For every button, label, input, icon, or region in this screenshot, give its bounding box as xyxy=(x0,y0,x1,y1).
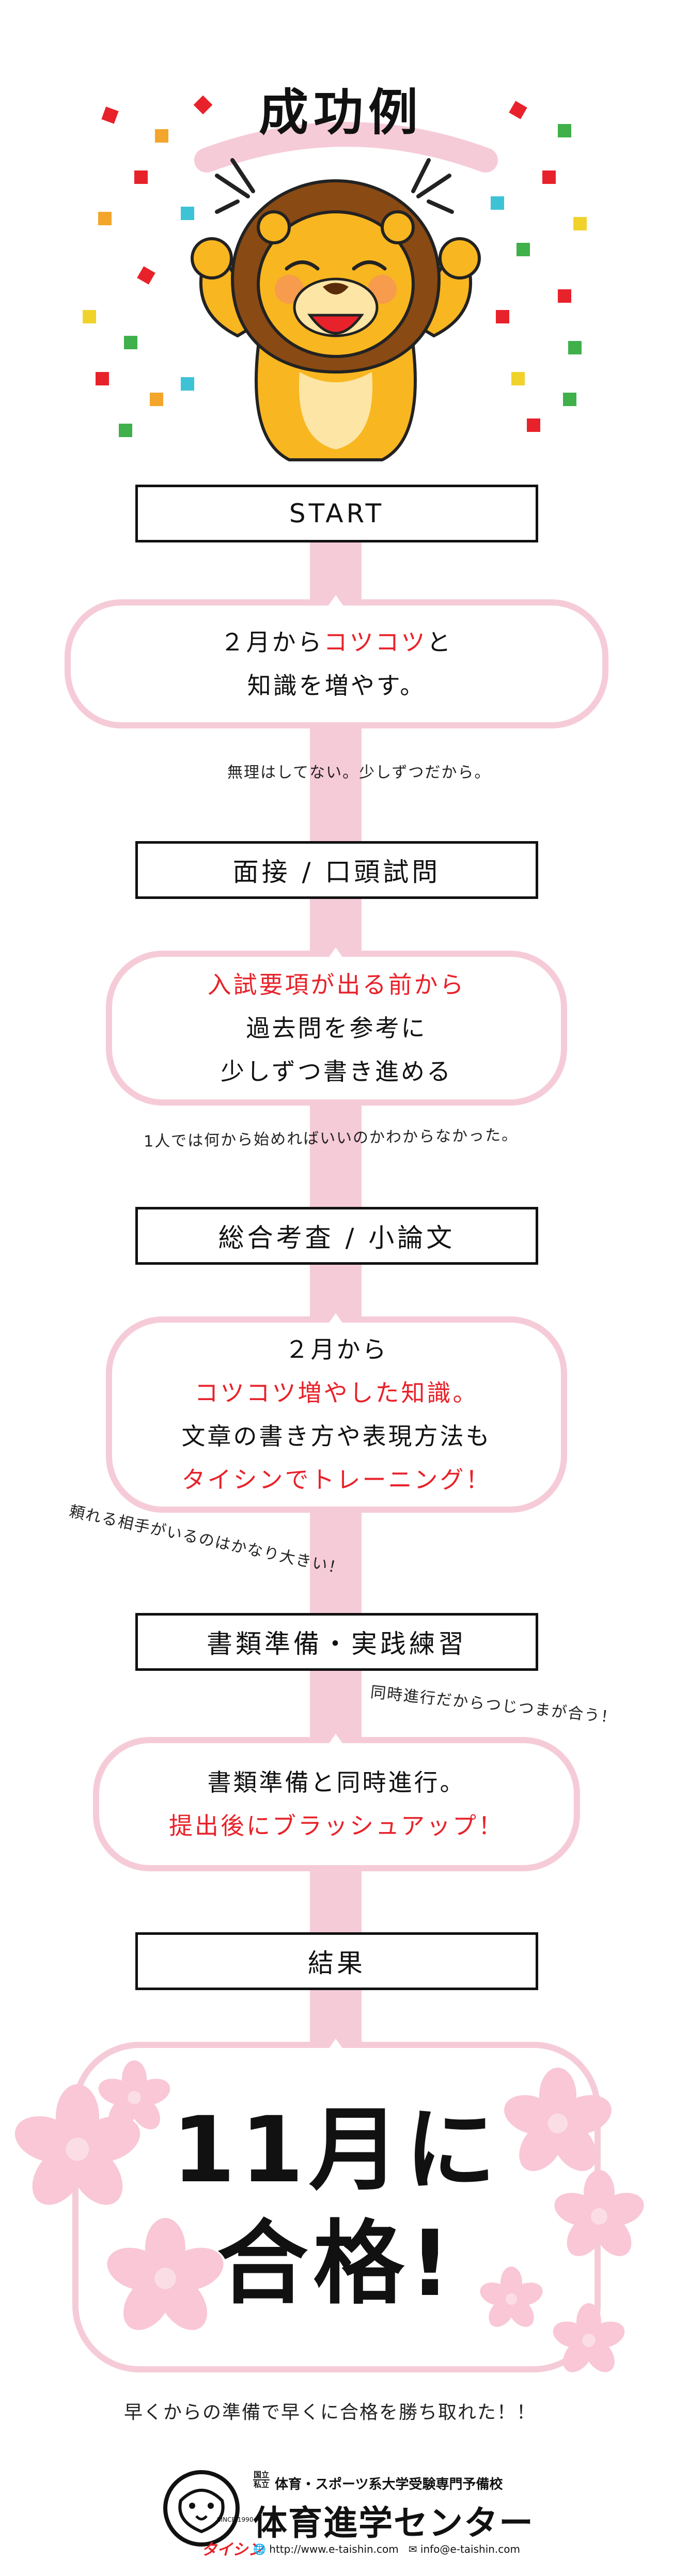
step-note-documents: 同時進行だからつじつまが合う！ xyxy=(369,1683,618,1727)
bubble-tail-inner xyxy=(325,1734,346,1748)
lion-illustration xyxy=(191,158,481,461)
mail-icon: ✉ xyxy=(408,2543,417,2555)
lion-logo-icon xyxy=(163,2470,240,2547)
globe-icon: 🌐 xyxy=(253,2543,266,2555)
step-header-interview: 面接 / 口頭試問 xyxy=(135,841,538,899)
school-type-badge: 国立 私立 xyxy=(253,2471,270,2489)
step-bubble-documents: 書類準備と同時進行。 提出後にブラッシュアップ！ xyxy=(93,1737,580,1871)
tagline: 体育・スポーツ系大学受験専門予備校 xyxy=(275,2477,503,2492)
website-link[interactable]: http://www.e-taishin.com xyxy=(269,2543,399,2555)
logo-since: SINCE 1990 xyxy=(217,2516,254,2523)
step-note-interview: 1人では何から始めればいいのかわからなかった。 xyxy=(143,1126,519,1151)
text: と xyxy=(427,628,453,656)
text: ２月から xyxy=(220,628,324,656)
badge-bottom: 私立 xyxy=(253,2479,270,2489)
bubble-tail-inner xyxy=(325,595,346,610)
step-header-documents: 書類準備・実践練習 xyxy=(135,1613,538,1671)
step-bubble-start: ２月からコツコツと 知識を増やす。 xyxy=(65,599,608,728)
contact-line: 🌐 http://www.e-taishin.com ✉ info@e-tais… xyxy=(253,2543,520,2555)
bubble-line: 少しずつ書き進める xyxy=(220,1058,453,1085)
step-header-start: START xyxy=(135,485,538,542)
email-link[interactable]: info@e-taishin.com xyxy=(420,2543,521,2555)
step-bubble-interview: 入試要項が出る前から 過去問を参考に 少しずつ書き進める xyxy=(106,951,567,1106)
page-title: 成功例 xyxy=(259,84,423,142)
bubble-line: 文章の書き方や表現方法も xyxy=(181,1422,492,1450)
bubble-tail-inner xyxy=(325,2039,346,2053)
title-arc xyxy=(194,122,498,173)
step-bubble-essay: ２月から コツコツ増やした知識。 文章の書き方や表現方法も タイシンでトレーニン… xyxy=(106,1316,567,1513)
bubble-line: 提出後にブラッシュアップ！ xyxy=(168,1812,505,1840)
bubble-line: 過去問を参考に xyxy=(246,1014,427,1042)
bubble-tail-inner xyxy=(325,1313,346,1328)
bubble-line: ２月からコツコツと xyxy=(221,620,453,664)
closing-note: 早くからの準備で早くに合格を勝ち取れた！！ xyxy=(124,2402,537,2423)
brand-name: 体育進学センター xyxy=(253,2503,534,2543)
bubble-line: ２月から xyxy=(285,1336,388,1363)
result-line: 11月に xyxy=(172,2097,501,2203)
step-header-result: 結果 xyxy=(135,1932,538,1990)
highlight-text: コツコツ xyxy=(323,628,427,656)
cherry-blossoms xyxy=(9,2060,648,2378)
bubble-line: 知識を増やす。 xyxy=(247,672,426,700)
bubble-line: 書類準備と同時進行。 xyxy=(207,1768,466,1796)
logo-script: タイシン xyxy=(201,2541,263,2559)
badge-top: 国立 xyxy=(253,2470,269,2479)
result-line: 合格! xyxy=(217,2211,456,2317)
bubble-line: コツコツ増やした知識。 xyxy=(194,1379,479,1407)
bubble-tail-inner xyxy=(325,948,346,962)
step-note-start: 無理はしてない。少しずつだから。 xyxy=(227,764,491,782)
bubble-line: タイシンでトレーニング！ xyxy=(181,1466,492,1494)
footer: タイシン SINCE 1990 国立 私立 体育・スポーツ系大学受験専門予備校 … xyxy=(155,2459,533,2563)
step-header-essay: 総合考査 / 小論文 xyxy=(135,1207,538,1265)
bubble-line: 入試要項が出る前から xyxy=(207,971,466,999)
